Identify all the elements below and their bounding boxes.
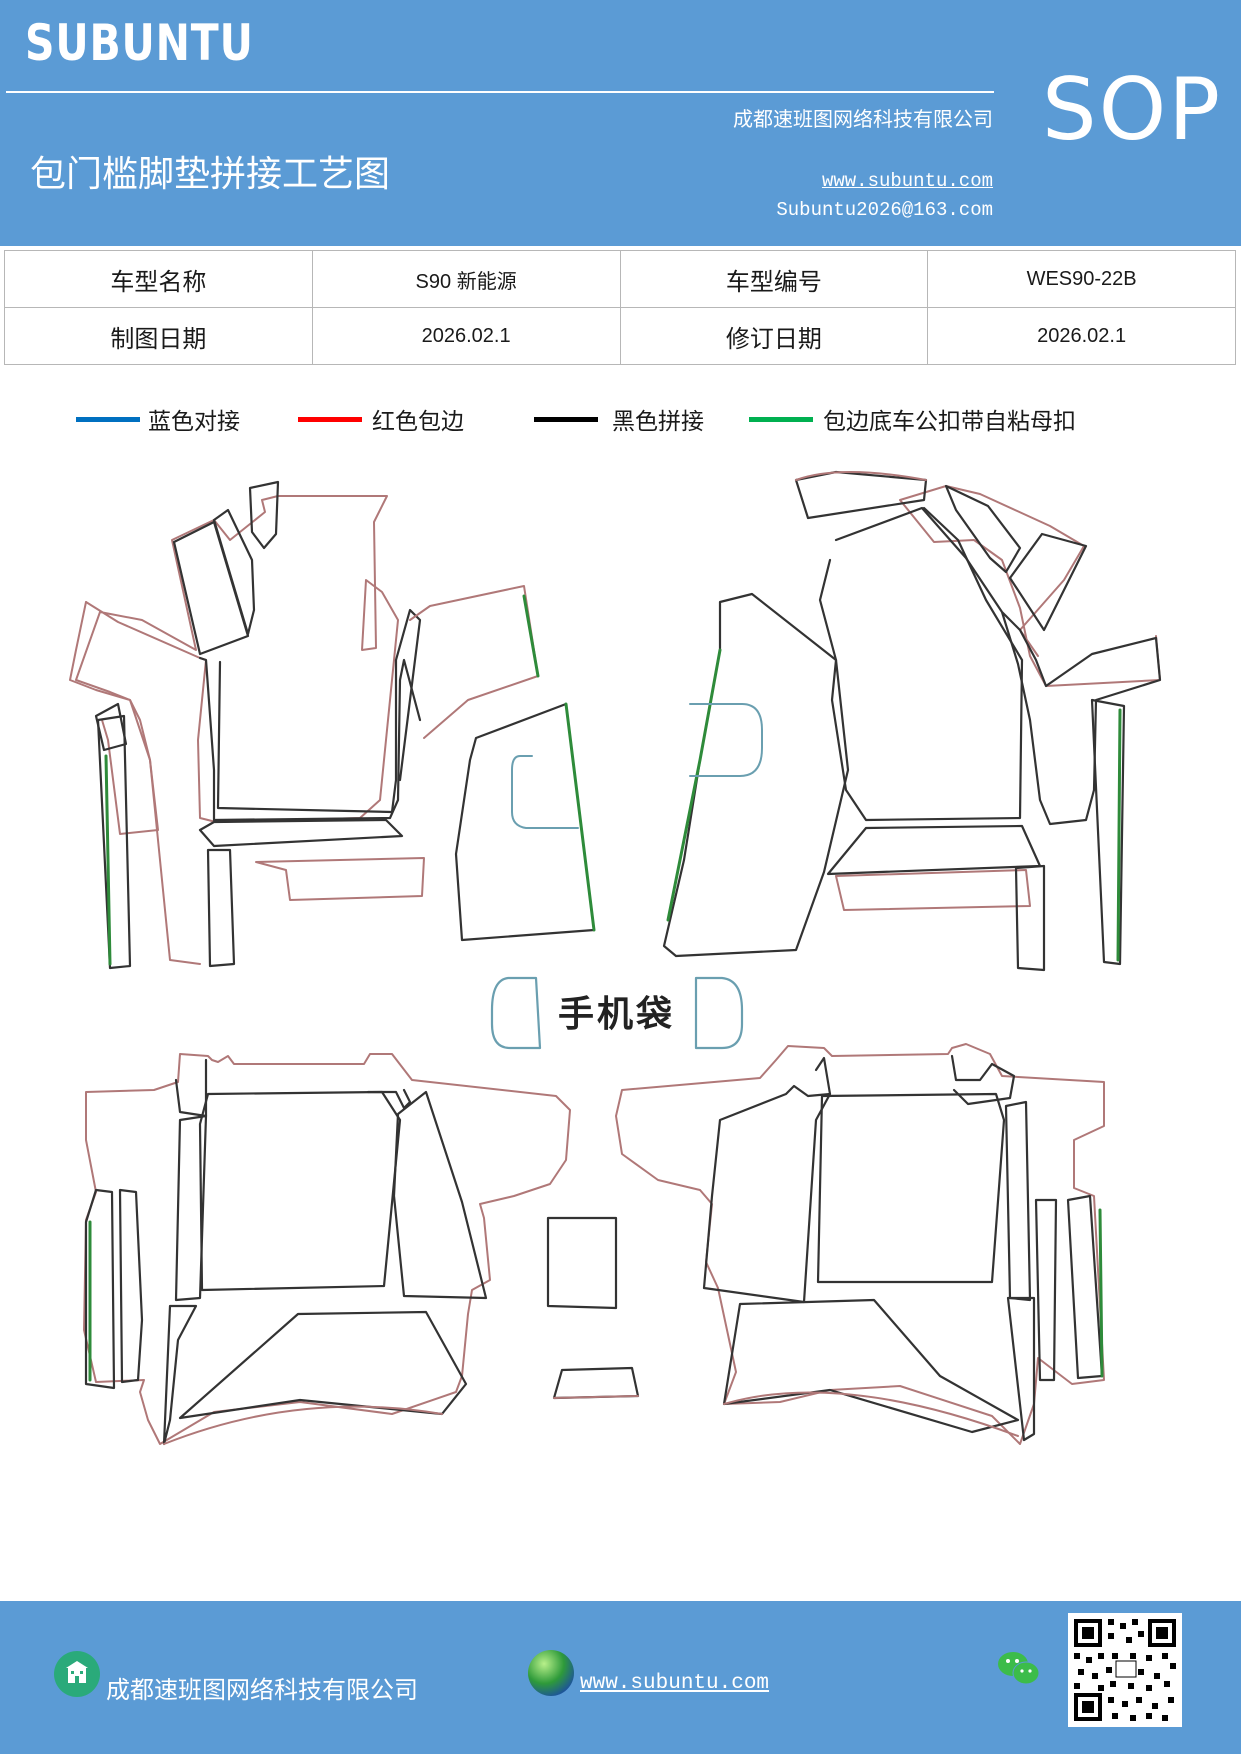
legend-blue-swatch — [76, 416, 140, 422]
legend-green-swatch — [749, 416, 813, 422]
legend-black: 黑色拼接 — [534, 402, 704, 436]
rear-right-mat — [615, 1043, 1105, 1445]
model-code-label: 车型编号 — [619, 250, 929, 308]
model-code-value: WES90-22B — [927, 250, 1236, 308]
model-name-value: S90 新能源 — [311, 250, 621, 308]
revision-date-value: 2026.02.1 — [927, 307, 1236, 365]
brand-logo: SUBUNTU — [25, 14, 254, 72]
rear-left-mat — [83, 1053, 571, 1446]
legend-green: 包边底车公扣带自粘母扣 — [749, 402, 1076, 436]
page-header — [0, 0, 1241, 246]
footer-company: 成都速班图网络科技有限公司 — [106, 1676, 418, 1704]
legend-black-swatch — [534, 416, 598, 422]
footer-website-link[interactable]: www.subuntu.com — [580, 1672, 770, 1695]
header-website-link[interactable]: www.subuntu.com — [821, 170, 993, 192]
legend-blue-label: 蓝色对接 — [148, 409, 240, 435]
phone-pocket-label: 手机袋 — [558, 994, 676, 1035]
legend-blue: 蓝色对接 — [76, 402, 240, 436]
info-table: 车型名称 S90 新能源 车型编号 WES90-22B 制图日期 2026.02… — [4, 250, 1236, 365]
header-company: 成都速班图网络科技有限公司 — [733, 107, 993, 131]
legend-red-label: 红色包边 — [372, 409, 464, 435]
wechat-icon[interactable] — [996, 1648, 1042, 1694]
revision-date-label: 修订日期 — [619, 307, 929, 365]
mat-diagram — [69, 470, 1162, 1446]
front-right-mat — [662, 470, 1162, 972]
model-name-label: 车型名称 — [4, 250, 313, 308]
phone-pockets — [490, 976, 744, 1050]
globe-icon — [528, 1650, 574, 1696]
qr-code — [1068, 1613, 1182, 1727]
building-icon — [54, 1651, 100, 1697]
header-email: Subuntu2026@163.com — [776, 199, 993, 221]
legend-green-label: 包边底车公扣带自粘母扣 — [823, 409, 1076, 435]
legend-red: 红色包边 — [298, 402, 464, 436]
legend-black-label: 黑色拼接 — [612, 409, 704, 435]
legend-red-swatch — [298, 416, 362, 422]
sop-label: SOP — [1042, 60, 1223, 160]
front-left-mat — [69, 480, 596, 970]
center-pieces — [546, 1216, 640, 1400]
drawing-date-label: 制图日期 — [4, 307, 313, 365]
drawing-date-value: 2026.02.1 — [311, 307, 621, 365]
header-divider — [6, 91, 994, 93]
page-title: 包门槛脚垫拼接工艺图 — [30, 154, 391, 195]
